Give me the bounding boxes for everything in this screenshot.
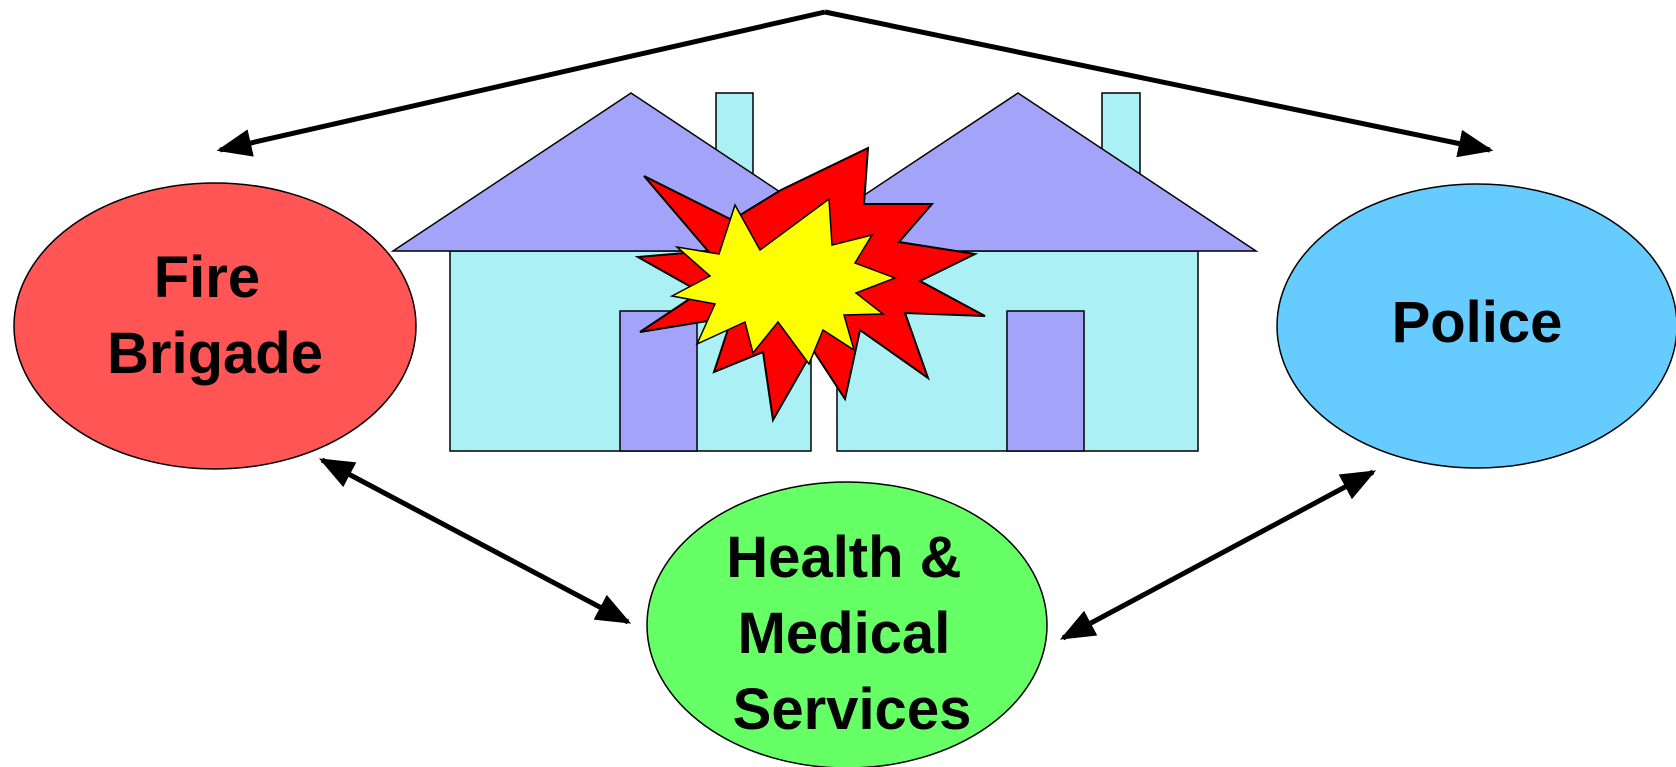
health-medical-line3: Services	[733, 677, 972, 742]
house-right-door	[1007, 311, 1084, 451]
health-medical-line2: Medical	[738, 601, 951, 666]
police-label: Police	[1392, 290, 1563, 355]
police-node: Police	[1277, 184, 1676, 468]
health-medical-line1: Health &	[726, 525, 961, 590]
arrow-police-health	[1063, 472, 1373, 638]
arrow-top-to-police	[825, 12, 1490, 150]
health-medical-node: Health & Medical Services	[647, 482, 1047, 767]
fire-brigade-line2: Brigade	[107, 321, 323, 386]
fire-brigade-line1: Fire	[154, 245, 260, 310]
police-line1: Police	[1392, 290, 1563, 355]
fire-brigade-node: Fire Brigade	[14, 183, 416, 469]
health-medical-label: Health & Medical Services	[726, 525, 977, 742]
house-left-door	[620, 311, 697, 451]
arrow-fire-health	[322, 460, 628, 622]
